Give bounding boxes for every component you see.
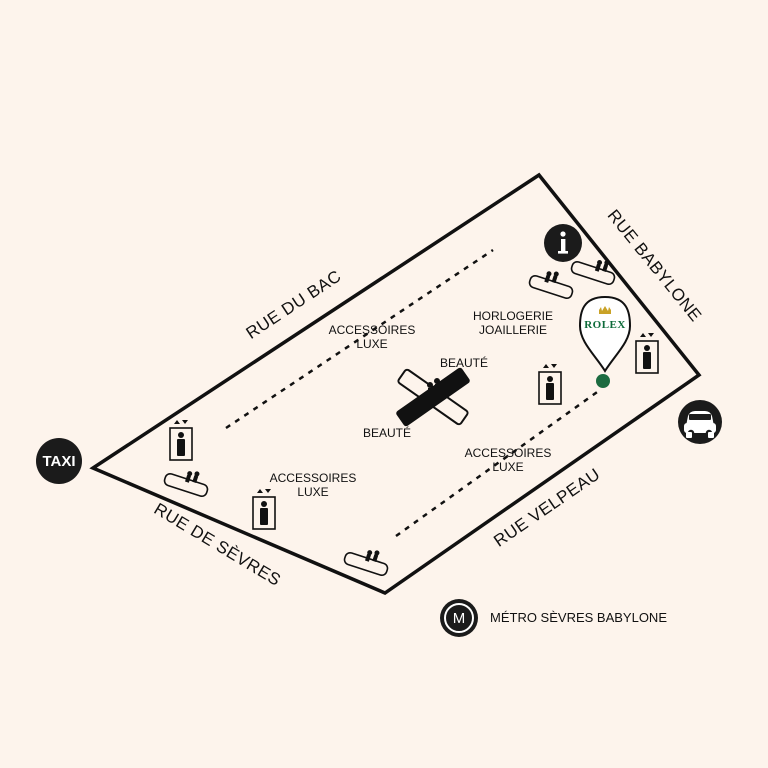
car-icon[interactable]: [678, 400, 722, 444]
elevator-icon: [635, 333, 659, 374]
crown-logo-icon: [599, 306, 611, 314]
taxi-icon[interactable]: TAXI: [36, 438, 82, 484]
zone-accessoires-luxe-right: ACCESSOIRES LUXE: [464, 446, 552, 474]
escalator-icon: [163, 471, 209, 498]
escalator-icon: [570, 260, 616, 286]
rolex-location-dot: [596, 374, 610, 388]
taxi-badge-circle: [36, 438, 82, 484]
info-icon[interactable]: [544, 224, 582, 262]
zone-beaute-top: BEAUTÉ: [440, 356, 489, 370]
zone-horlogerie-joaillerie: HORLOGERIE JOAILLERIE: [472, 309, 553, 337]
zone-beaute-bottom: BEAUTÉ: [363, 426, 412, 440]
escalator-icon: [343, 550, 389, 577]
taxi-label: TAXI: [42, 452, 76, 470]
central-escalator-icon: [396, 367, 470, 427]
building-outline: [89, 172, 702, 595]
zone-accessoires-luxe-top: ACCESSOIRES LUXE: [328, 323, 416, 351]
aisle-line-top: [225, 248, 494, 430]
metro-symbol: M: [452, 609, 466, 627]
location-pin-icon[interactable]: [578, 295, 632, 388]
elevator-icon: [169, 420, 193, 461]
rolex-wordmark: ROLEX: [584, 319, 626, 331]
metro-icon[interactable]: [440, 599, 478, 637]
elevator-icon: [538, 364, 562, 405]
elevator-icon: [252, 489, 276, 530]
escalator-icon: [528, 271, 574, 300]
metro-station-label[interactable]: MÉTRO SÈVRES BABYLONE: [490, 610, 667, 625]
zone-accessoires-luxe-left: ACCESSOIRES LUXE: [269, 471, 357, 499]
aisle-line-bottom: [395, 388, 601, 538]
